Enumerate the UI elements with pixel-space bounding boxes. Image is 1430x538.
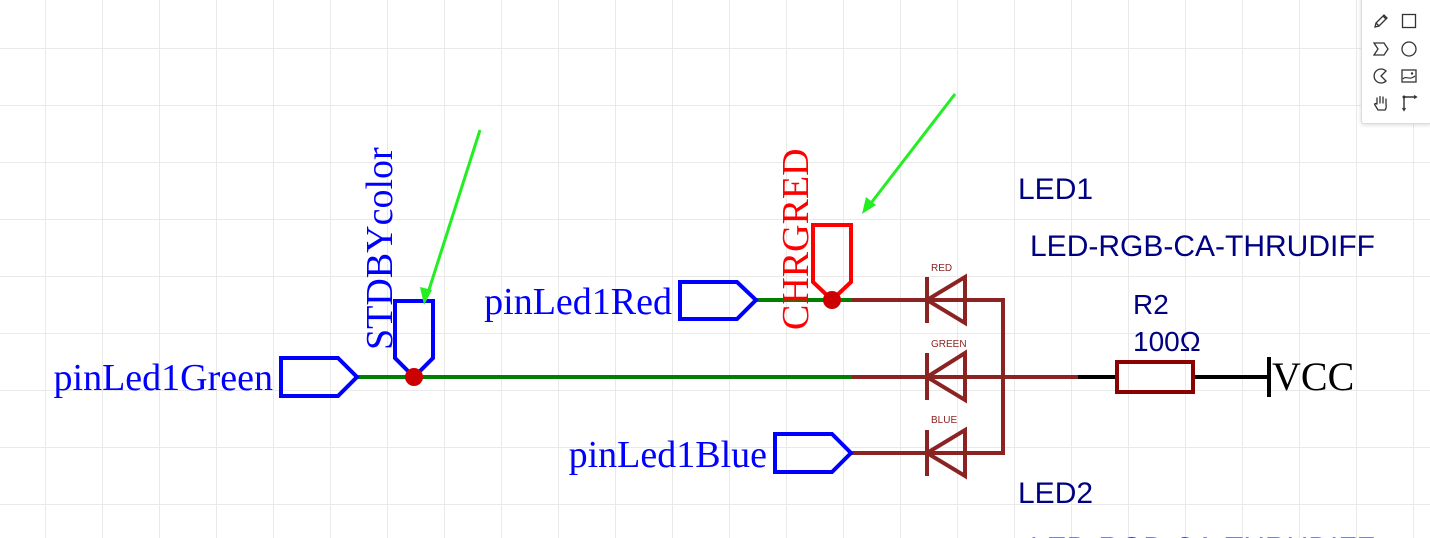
led-diodes[interactable] — [923, 273, 967, 480]
annotation-arrow — [862, 93, 957, 214]
led2-designator: LED2 — [1018, 477, 1093, 510]
net-port-label: CHRGRED — [775, 148, 817, 330]
diode-label-red: RED — [931, 263, 952, 274]
vcc-label: VCC — [1272, 354, 1354, 399]
net-port-label: pinLed1Red — [484, 281, 672, 323]
tool-polygon[interactable] — [1370, 38, 1392, 60]
net-port-pinLed1Red[interactable]: pinLed1Red — [484, 280, 759, 323]
tool-rectangle[interactable] — [1398, 10, 1420, 32]
resistor-value: 100Ω — [1133, 326, 1201, 357]
drawing-toolbar — [1361, 0, 1430, 124]
junction-dot[interactable] — [405, 368, 423, 386]
net-port-pinLed1Blue[interactable]: pinLed1Blue — [569, 432, 854, 476]
tool-image[interactable] — [1398, 65, 1420, 87]
image-icon — [1401, 69, 1417, 83]
tool-circle[interactable] — [1398, 38, 1420, 60]
diode-label-green: GREEN — [931, 339, 967, 350]
annotation-arrow — [420, 129, 482, 305]
corner-arrow-icon — [1401, 94, 1418, 112]
net-port-label: STDBYcolor — [359, 147, 401, 350]
led1-part: LED-RGB-CA-THRUDIFF — [1030, 230, 1375, 263]
led1-designator: LED1 — [1018, 173, 1093, 206]
chevron-shape-icon — [1372, 42, 1389, 56]
diode-green[interactable] — [923, 349, 967, 404]
resistor-designator: R2 — [1133, 289, 1169, 320]
circle-icon — [1401, 41, 1417, 57]
diode-red[interactable] — [923, 273, 967, 327]
tool-arc[interactable] — [1370, 65, 1392, 87]
diode-blue[interactable] — [923, 426, 967, 480]
tool-wire[interactable] — [1398, 92, 1420, 114]
arc-icon — [1373, 68, 1387, 84]
net-port-label: pinLed1Green — [54, 357, 273, 399]
net-port-pinLed1Green[interactable]: pinLed1Green — [54, 356, 360, 399]
tool-pan[interactable] — [1370, 92, 1392, 114]
resistor-r2[interactable] — [1115, 360, 1195, 394]
net-port-label: pinLed1Blue — [569, 434, 767, 476]
hand-icon — [1373, 95, 1387, 111]
led2-part: LED-RGB-CA-THRUDIFF — [1030, 532, 1375, 538]
rectangle-icon — [1401, 13, 1417, 29]
diode-label-blue: BLUE — [931, 415, 957, 426]
junction-dot[interactable] — [823, 291, 841, 309]
component-wires[interactable] — [852, 298, 1078, 455]
net-port-CHRGRED[interactable]: CHRGRED — [775, 148, 853, 330]
pencil-icon — [1374, 14, 1388, 28]
tool-draw[interactable] — [1370, 10, 1392, 32]
net-port-STDBYcolor[interactable]: STDBYcolor — [359, 147, 435, 380]
